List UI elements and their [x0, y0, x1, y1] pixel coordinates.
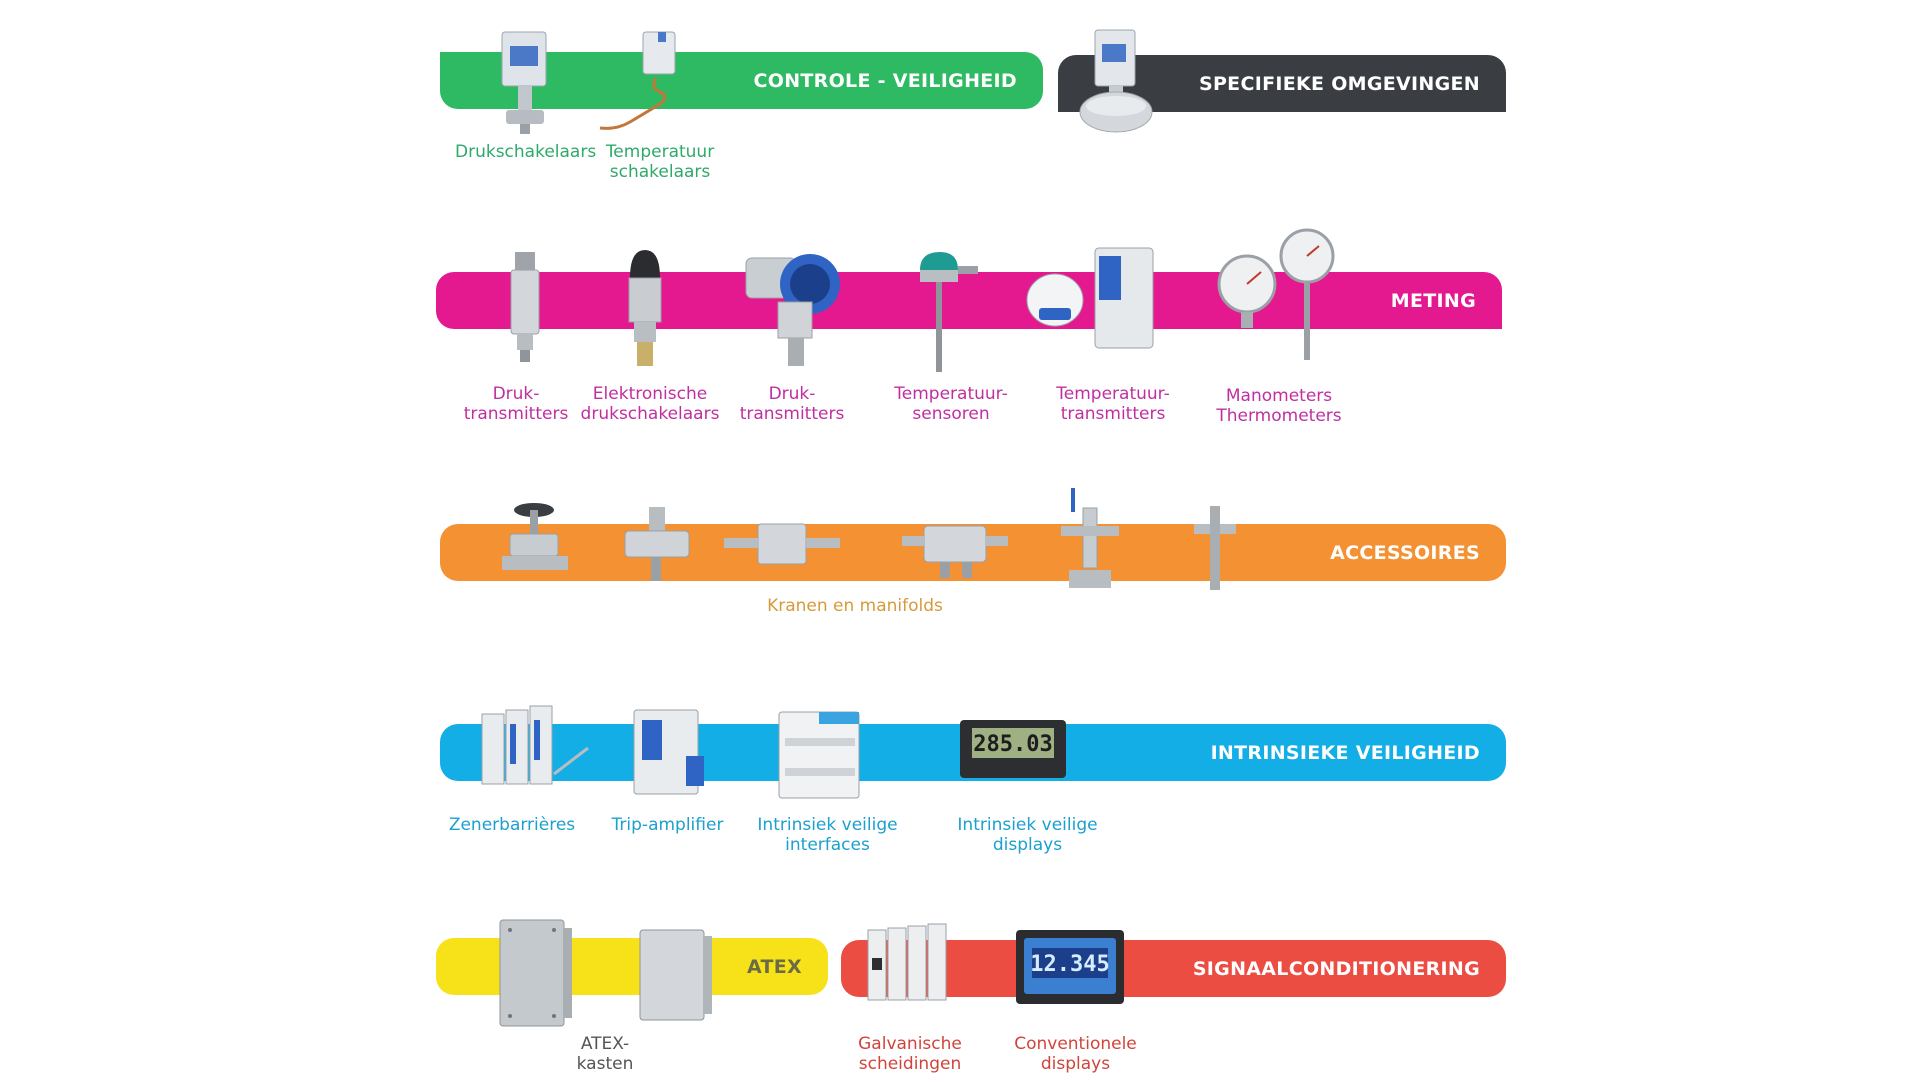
manometer-icon[interactable] — [1215, 228, 1340, 363]
label-atex-kasten: ATEX- kasten — [576, 1034, 634, 1074]
valve-icon[interactable] — [500, 500, 570, 585]
label-druk-transmitters-2: Druk- transmitters — [739, 384, 845, 424]
pressure-transmitter-icon[interactable] — [505, 250, 545, 365]
manifold-icon[interactable] — [722, 520, 842, 580]
panel-display-icon[interactable]: 285.03 — [958, 718, 1068, 782]
label-drukschakelaars: Drukschakelaars — [455, 142, 597, 162]
band-signaalconditionering[interactable]: SIGNAALCONDITIONERING — [841, 940, 1506, 997]
trip-amplifier-icon[interactable] — [630, 706, 710, 801]
display-readout: 12.345 — [1030, 952, 1109, 977]
pressure-switch-flange-icon[interactable] — [1075, 26, 1157, 136]
label-intrinsiek-interfaces: Intrinsiek veilige interfaces — [757, 815, 898, 855]
label-zenerbarrieres: Zenerbarrières — [448, 815, 576, 835]
label-galvanische-scheidingen: Galvanische scheidingen — [858, 1034, 962, 1074]
interface-module-icon[interactable] — [775, 708, 865, 803]
display-readout: 285.03 — [973, 732, 1052, 757]
label-temperatuur-sensoren: Temperatuur- sensoren — [894, 384, 1008, 424]
band-title: ACCESSOIRES — [1330, 541, 1480, 564]
band-title: ATEX — [746, 955, 802, 978]
pressure-switch-icon[interactable] — [490, 28, 560, 136]
pressure-transmitter-head-icon[interactable] — [738, 240, 848, 375]
label-intrinsiek-displays: Intrinsiek veilige displays — [957, 815, 1098, 855]
band-title: METING — [1390, 289, 1476, 312]
band-meting[interactable]: METING — [436, 272, 1502, 329]
label-conventionele-displays: Conventionele displays — [1014, 1034, 1137, 1074]
electronic-pressure-switch-icon[interactable] — [620, 248, 670, 370]
temperature-sensor-icon[interactable] — [912, 248, 984, 378]
band-title: INTRINSIEKE VEILIGHEID — [1210, 741, 1480, 764]
label-elektronische-drukschakelaars: Elektronische drukschakelaars — [580, 384, 720, 424]
atex-box-icon[interactable] — [636, 924, 716, 1026]
band-atex[interactable]: ATEX — [436, 938, 828, 995]
valve-icon[interactable] — [1190, 504, 1240, 594]
label-temperatuur-schakelaars: Temperatuur schakelaars — [605, 142, 715, 182]
label-kranen-manifolds: Kranen en manifolds — [767, 596, 943, 616]
isolator-module-icon[interactable] — [862, 922, 962, 1006]
label-manometers-thermometers: Manometers Thermometers — [1216, 386, 1342, 426]
label-trip-amplifier: Trip-amplifier — [611, 815, 724, 835]
temperature-transmitter-icon[interactable] — [1025, 246, 1165, 356]
band-title: CONTROLE - VEILIGHEID — [753, 69, 1017, 92]
manifold-icon[interactable] — [1055, 486, 1125, 594]
panel-display-icon[interactable]: 12.345 — [1012, 926, 1132, 1010]
label-druk-transmitters-1: Druk- transmitters — [463, 384, 569, 424]
atex-box-icon[interactable] — [496, 914, 576, 1034]
temperature-switch-icon[interactable] — [598, 30, 678, 138]
manifold-icon[interactable] — [615, 505, 695, 585]
band-title: SIGNAALCONDITIONERING — [1192, 957, 1480, 980]
zener-barrier-icon[interactable] — [478, 704, 593, 794]
manifold-icon[interactable] — [900, 516, 1010, 580]
label-temperatuur-transmitters: Temperatuur- transmitters — [1056, 384, 1170, 424]
band-title: SPECIFIEKE OMGEVINGEN — [1198, 72, 1480, 95]
